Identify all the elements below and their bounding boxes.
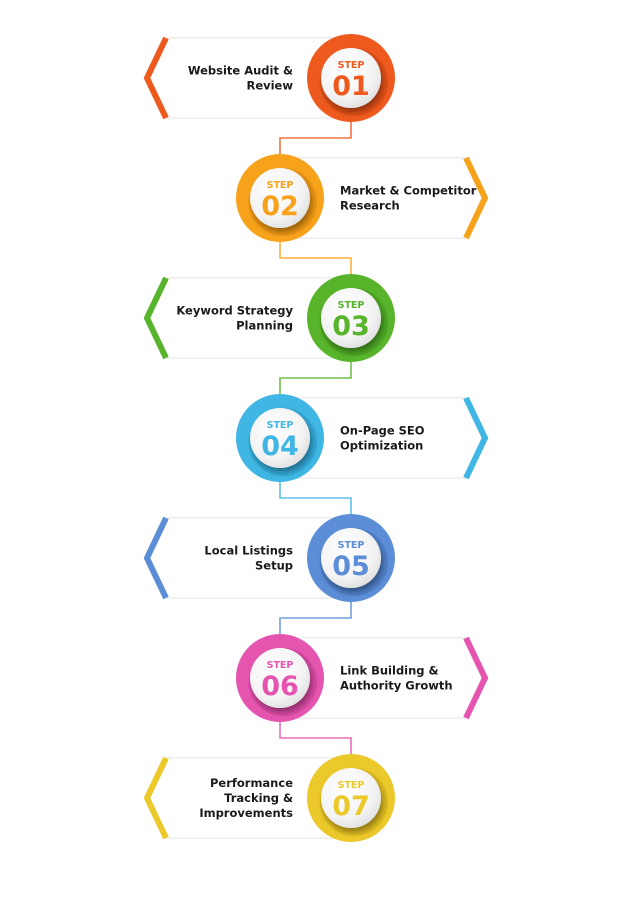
step-title-line: Link Building & bbox=[340, 664, 439, 678]
connector-line bbox=[279, 242, 352, 274]
step-card bbox=[143, 36, 352, 120]
step-title-line: Authority Growth bbox=[340, 679, 453, 693]
step-label: STEP bbox=[338, 780, 365, 791]
chevron-left-icon bbox=[143, 516, 169, 600]
step-number: 05 bbox=[332, 551, 370, 582]
step-title-line: Keyword Strategy bbox=[176, 304, 293, 318]
step-label: STEP bbox=[267, 420, 294, 431]
chevron-left-icon bbox=[143, 276, 169, 360]
badge-inner bbox=[321, 528, 381, 588]
step-number: 03 bbox=[332, 311, 370, 342]
chevron-left-icon bbox=[143, 36, 169, 120]
chevron-left-icon bbox=[143, 756, 169, 840]
connector-line bbox=[279, 602, 352, 634]
step-number: 04 bbox=[261, 431, 299, 462]
step-title-line: Research bbox=[340, 199, 400, 213]
badge-inner bbox=[321, 768, 381, 828]
badge-inner bbox=[321, 288, 381, 348]
step-number: 07 bbox=[332, 791, 370, 822]
connectors bbox=[279, 122, 352, 754]
chevron-right-icon bbox=[463, 396, 489, 480]
step-number: 01 bbox=[332, 71, 370, 102]
step-label: STEP bbox=[267, 660, 294, 671]
step-title: Link Building &Authority Growth bbox=[340, 664, 453, 693]
step-title: Website Audit &Review bbox=[188, 64, 294, 93]
step-title-line: Tracking & bbox=[224, 791, 293, 805]
step-card bbox=[143, 276, 352, 360]
connector-line bbox=[279, 482, 352, 514]
step-title-line: Setup bbox=[255, 559, 293, 573]
step-title-line: On-Page SEO bbox=[340, 424, 425, 438]
step-title-line: Review bbox=[246, 79, 293, 93]
connector-line bbox=[279, 362, 352, 394]
step-label: STEP bbox=[338, 300, 365, 311]
step-card bbox=[143, 516, 352, 600]
step-title-line: Improvements bbox=[199, 806, 293, 820]
step-label: STEP bbox=[338, 60, 365, 71]
chevron-right-icon bbox=[463, 636, 489, 720]
badge-inner bbox=[250, 648, 310, 708]
step-title-line: Local Listings bbox=[204, 544, 293, 558]
step-card bbox=[279, 636, 489, 720]
step-number: 02 bbox=[261, 191, 299, 222]
step-title-line: Planning bbox=[236, 319, 293, 333]
step-title-line: Performance bbox=[210, 776, 293, 790]
step-label: STEP bbox=[338, 540, 365, 551]
step-title-line: Market & Competitor bbox=[340, 184, 477, 198]
step-number: 06 bbox=[261, 671, 299, 702]
connector-line bbox=[279, 122, 352, 154]
badge-inner bbox=[321, 48, 381, 108]
step-title-line: Website Audit & bbox=[188, 64, 293, 78]
badge-inner bbox=[250, 408, 310, 468]
chevron-right-icon bbox=[463, 156, 489, 240]
step-title-line: Optimization bbox=[340, 439, 423, 453]
step-card bbox=[143, 756, 352, 840]
connector-line bbox=[279, 722, 352, 754]
step-label: STEP bbox=[267, 180, 294, 191]
badge-inner bbox=[250, 168, 310, 228]
